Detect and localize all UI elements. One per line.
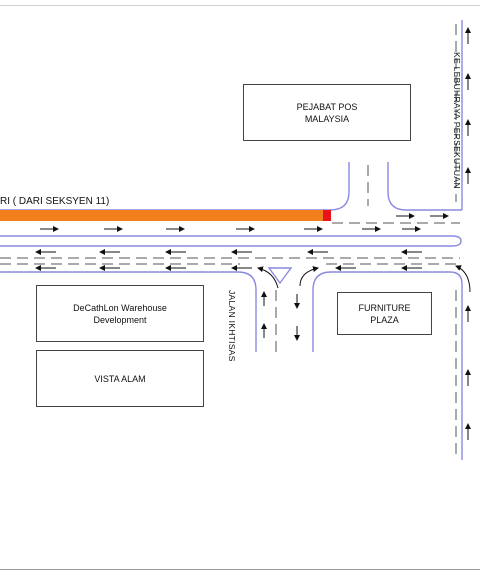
vista-alam-label: VISTA ALAM (94, 373, 146, 384)
route-end-marker (323, 210, 331, 221)
highway-label: KE LEBUHRAYA PERSEKUTUAN (452, 52, 462, 189)
building-decathlon: DeCathLon Warehouse Development (36, 285, 204, 342)
lane-markings (0, 24, 460, 456)
pejabat-pos-line1: PEJABAT POS (296, 101, 358, 112)
route-highlight (0, 210, 324, 221)
pejabat-pos-line2: MALAYSIA (304, 113, 350, 124)
bottom-border (0, 569, 480, 570)
road-edges (0, 20, 463, 460)
arrows-highway (455, 27, 471, 440)
decathlon-line2: Development (93, 314, 147, 325)
furniture-line1: FURNITURE (358, 302, 411, 313)
route-label: RI ( DARI SEKSYEN 11) (0, 196, 110, 207)
arrows-eastbound (40, 213, 449, 232)
furniture-line2: PLAZA (370, 314, 399, 325)
building-pejabat-pos: PEJABAT POS MALAYSIA (243, 84, 411, 141)
building-vista-alam: VISTA ALAM (36, 350, 204, 407)
jalan-ikhtisas-label: JALAN IKHTISAS (227, 290, 237, 362)
top-border (0, 5, 480, 6)
arrows-westbound (35, 249, 422, 271)
arrows-jalan-ikhtisas (257, 266, 319, 341)
decathlon-line1: DeCathLon Warehouse (73, 302, 167, 313)
building-furniture-plaza: FURNITURE PLAZA (337, 292, 432, 335)
